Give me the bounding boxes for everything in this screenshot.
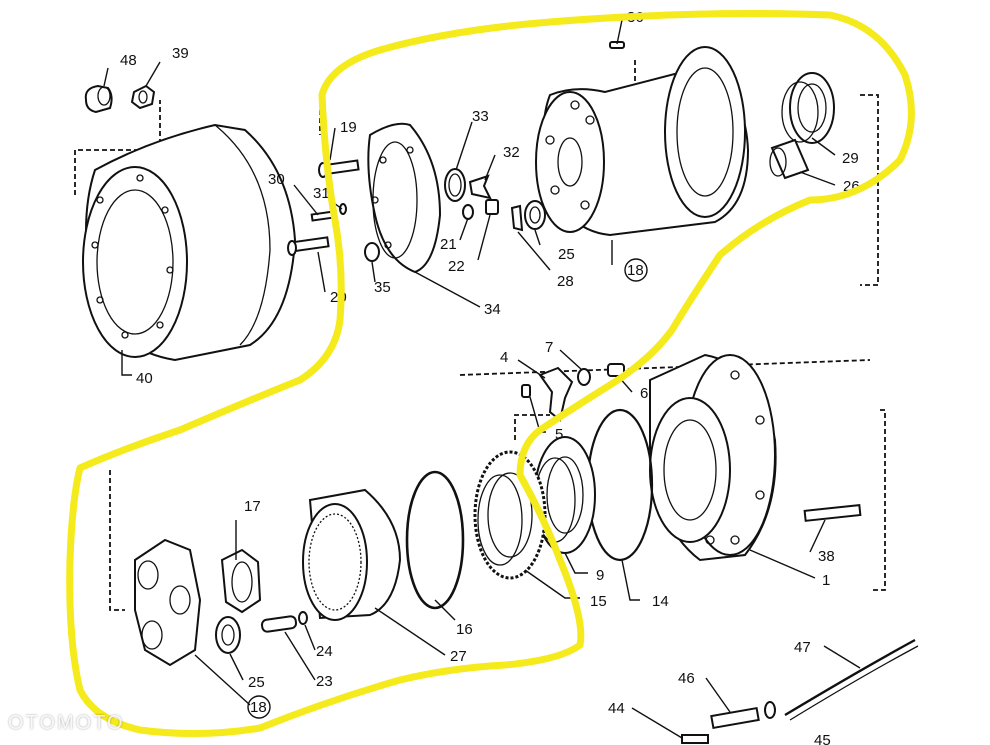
part-pin-24 bbox=[298, 611, 308, 625]
callout-4: 4 bbox=[500, 349, 508, 366]
part-nut-39 bbox=[130, 84, 156, 110]
callout-29: 29 bbox=[842, 150, 859, 167]
part-washer-31 bbox=[339, 203, 347, 215]
part-planet-carrier-18-lower bbox=[134, 538, 202, 667]
callout-18-lower: 18 bbox=[247, 695, 271, 719]
callout-25-upper: 25 bbox=[558, 246, 575, 263]
boundary-upper-right bbox=[860, 94, 879, 286]
boundary-drum-top bbox=[74, 100, 161, 195]
callout-46: 46 bbox=[678, 670, 695, 687]
callout-31: 31 bbox=[313, 185, 330, 202]
boundary-mid-line bbox=[459, 359, 871, 376]
part-key-32 bbox=[468, 174, 492, 200]
part-lever-4 bbox=[538, 366, 574, 422]
part-pin-44 bbox=[681, 734, 709, 744]
part-nut-35 bbox=[364, 242, 380, 262]
callout-18-upper: 18 bbox=[624, 258, 648, 282]
callout-16: 16 bbox=[456, 621, 473, 638]
svg-text:18: 18 bbox=[627, 262, 644, 279]
callout-19: 19 bbox=[340, 119, 357, 136]
part-pinion-26 bbox=[769, 138, 810, 180]
callout-39: 39 bbox=[172, 45, 189, 62]
callout-15: 15 bbox=[590, 593, 607, 610]
part-oring-14 bbox=[586, 408, 654, 562]
callout-38: 38 bbox=[818, 548, 835, 565]
part-gear-15 bbox=[473, 450, 547, 580]
part-washer-7 bbox=[577, 368, 591, 386]
part-cap-nut-48 bbox=[84, 84, 113, 114]
callout-25-lower: 25 bbox=[248, 674, 265, 691]
callout-17: 17 bbox=[244, 498, 261, 515]
callout-44: 44 bbox=[608, 700, 625, 717]
part-spindle-housing-1 bbox=[649, 353, 777, 562]
boundary-lower-left bbox=[109, 470, 125, 611]
callout-7: 7 bbox=[545, 339, 553, 356]
callout-32: 32 bbox=[503, 144, 520, 161]
part-clip-28 bbox=[510, 204, 524, 232]
part-nut-17 bbox=[220, 548, 262, 614]
part-screw-6 bbox=[607, 363, 625, 377]
callout-9: 9 bbox=[596, 567, 604, 584]
part-pin-23 bbox=[260, 615, 298, 633]
callout-21: 21 bbox=[440, 236, 457, 253]
callout-1: 1 bbox=[822, 572, 830, 589]
part-pin-22 bbox=[485, 199, 499, 215]
highlight-outline bbox=[66, 10, 915, 738]
callout-30: 30 bbox=[268, 171, 285, 188]
callout-45: 45 bbox=[814, 732, 831, 745]
part-snap-ring-16 bbox=[405, 470, 465, 610]
callout-14: 14 bbox=[652, 593, 669, 610]
callout-24: 24 bbox=[316, 643, 333, 660]
callout-6: 6 bbox=[640, 385, 648, 402]
part-stud-38 bbox=[803, 504, 862, 522]
svg-text:18: 18 bbox=[250, 699, 267, 716]
part-pin-5 bbox=[521, 384, 531, 398]
callout-5: 5 bbox=[555, 426, 563, 443]
part-brake-drum-40 bbox=[82, 123, 297, 362]
part-cable-47 bbox=[784, 638, 919, 721]
part-bearing-25-lower bbox=[215, 616, 241, 654]
callout-22: 22 bbox=[448, 258, 465, 275]
callout-47: 47 bbox=[794, 639, 811, 656]
boundary-mid bbox=[514, 414, 550, 440]
watermark-text: OTOMOTO bbox=[8, 712, 125, 734]
part-hub-housing-18-upper bbox=[535, 46, 750, 237]
part-gear-29 bbox=[781, 72, 835, 144]
callout-27: 27 bbox=[450, 648, 467, 665]
callout-35: 35 bbox=[374, 279, 391, 296]
callout-40: 40 bbox=[136, 370, 153, 387]
callout-23: 23 bbox=[316, 673, 333, 690]
part-washer-21 bbox=[462, 204, 474, 220]
boundary-lower-right bbox=[870, 409, 886, 591]
part-ring-drum-27 bbox=[302, 488, 402, 621]
callout-48: 48 bbox=[120, 52, 137, 69]
part-bearing-25-upper bbox=[524, 200, 546, 230]
part-brake-plate-34 bbox=[367, 122, 442, 274]
part-ring-33 bbox=[444, 168, 466, 202]
part-bolt-20 bbox=[287, 236, 330, 256]
callout-33: 33 bbox=[472, 108, 489, 125]
callout-28: 28 bbox=[557, 273, 574, 290]
callout-34: 34 bbox=[484, 301, 501, 318]
part-bolt-46 bbox=[710, 701, 776, 730]
